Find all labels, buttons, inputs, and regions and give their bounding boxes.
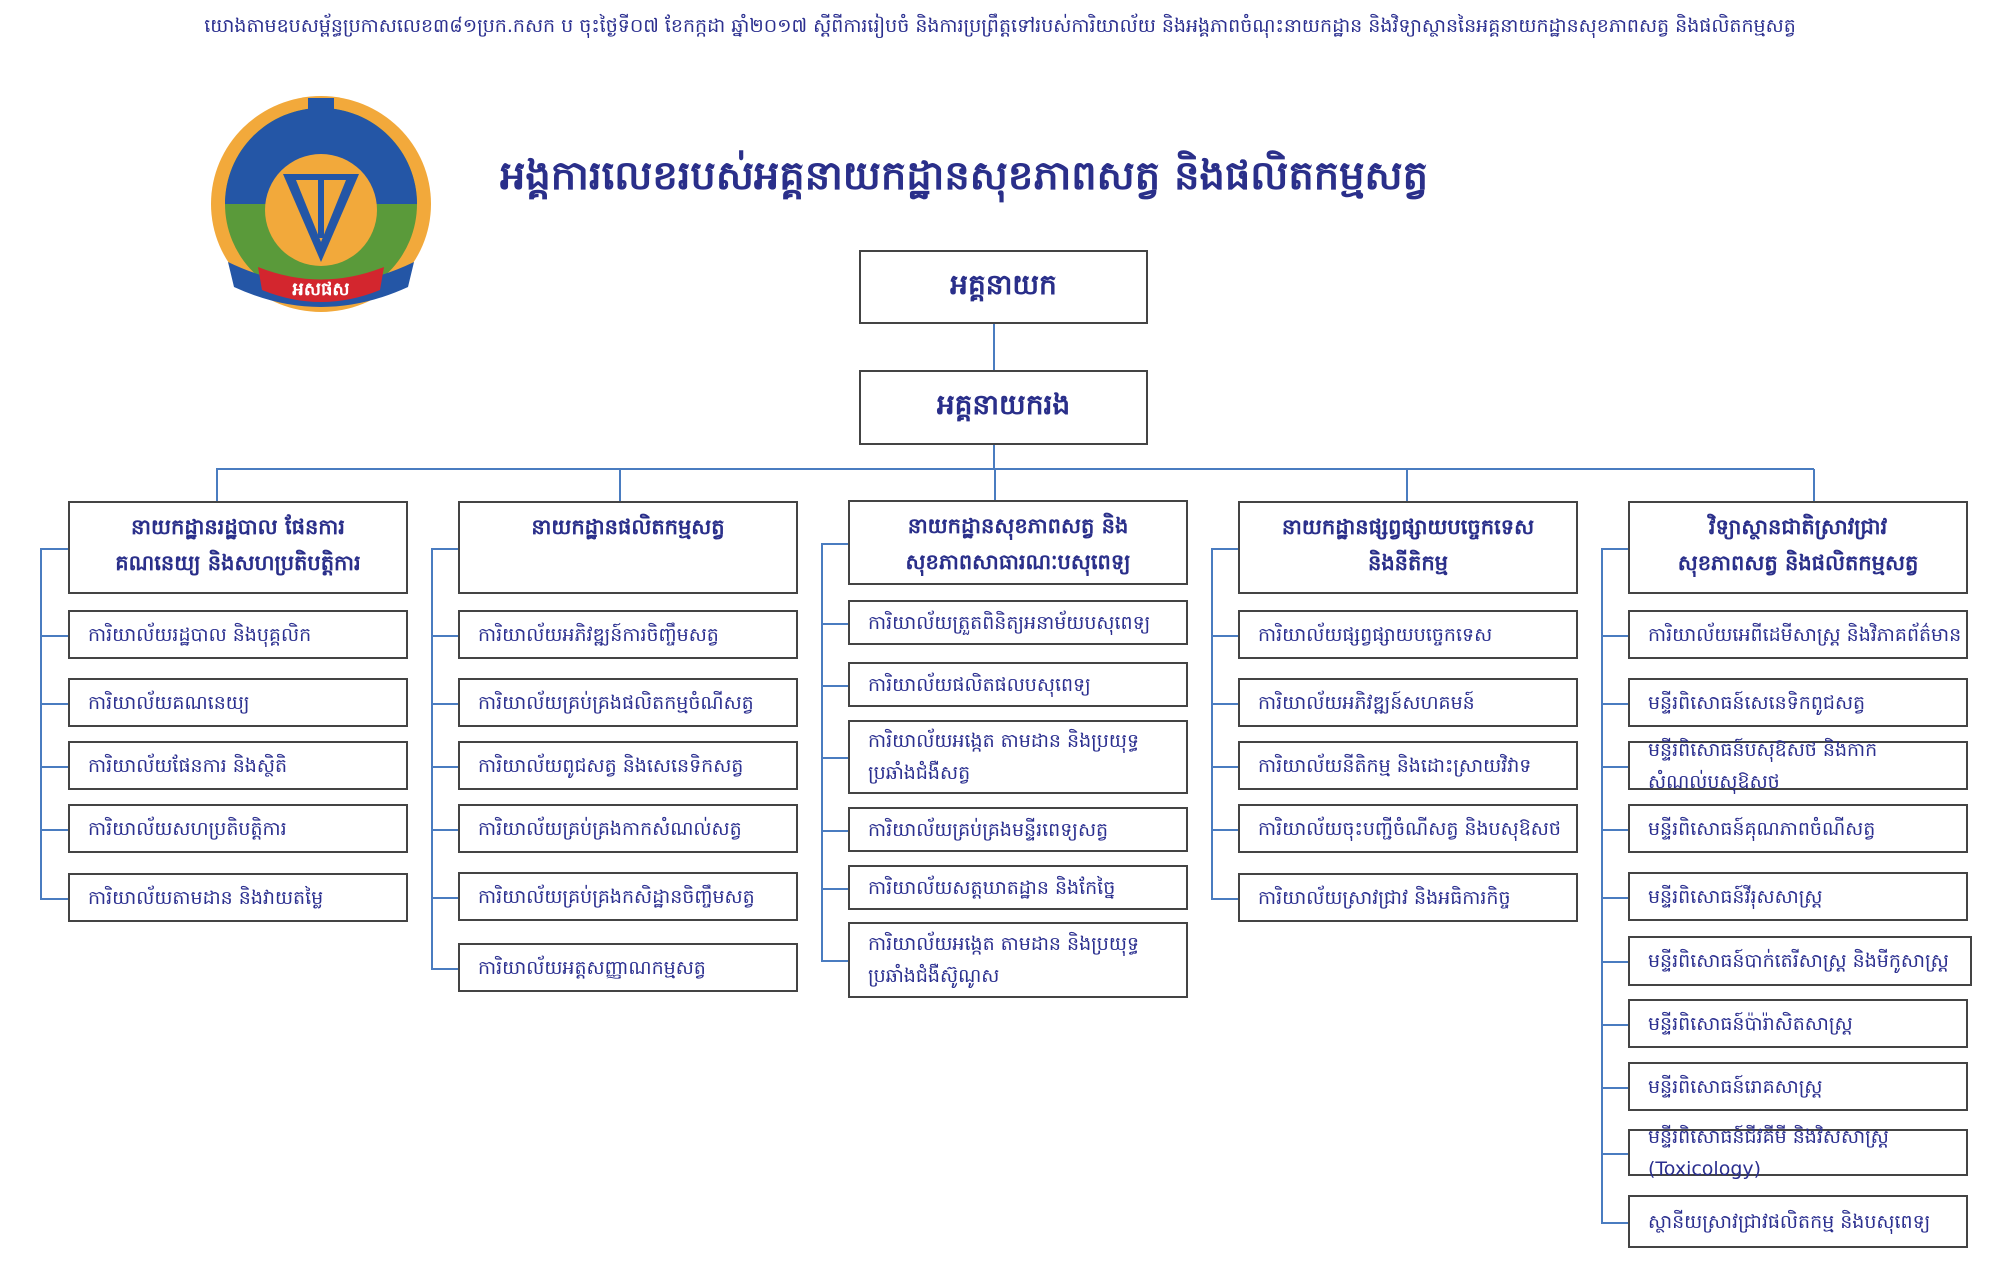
office-box: មន្ទីរពិសោធន៍បាក់តេរីសាស្ត្រ និងមីកូសាស្… <box>1628 936 1972 986</box>
connector <box>1601 961 1628 963</box>
connector <box>1211 547 1238 550</box>
connector <box>821 622 848 625</box>
connector <box>993 324 995 370</box>
connector <box>1601 765 1628 768</box>
office-box: ការិយាល័យត្រួតពិនិត្យអនាម័យបសុពេទ្យ <box>848 600 1188 645</box>
office-box: ការិយាល័យអភិវឌ្ឍន៍សហគមន៍ <box>1238 678 1578 727</box>
office-box: ការិយាល័យអត្តសញ្ញាណកម្មសត្វ <box>458 943 798 992</box>
connector <box>821 887 848 890</box>
connector <box>821 960 848 962</box>
office-box: ការិយាល័យអង្កេត តាមដាន និងប្រយុទ្ធប្រឆាំ… <box>848 720 1188 794</box>
connector <box>1211 634 1238 637</box>
office-box: ការិយាល័យអភិវឌ្ឍន៍ការចិញ្ចឹមសត្វ <box>458 610 798 659</box>
office-box: មន្ទីរពិសោធន៍បសុឱសថ និងកាកសំណល់បសុឱសថ <box>1628 739 1968 793</box>
department-header: វិទ្យាស្ថានជាតិស្រាវជ្រាវ សុខភាពសត្វ និង… <box>1628 501 1968 594</box>
vertical-connector <box>1601 547 1603 1222</box>
page-title: អង្គការលេខរបស់អគ្គនាយកដ្ឋានសុខភាពសត្វ និ… <box>500 153 1428 199</box>
connector <box>1211 765 1238 768</box>
connector <box>431 967 458 970</box>
connector <box>431 547 458 550</box>
department-header: នាយកដ្ឋានរដ្ឋបាល ផែនការ គណនេយ្យ និងសហប្រ… <box>68 501 408 594</box>
office-box: មន្ទីរពិសោធន៍រោគសាស្ត្រ <box>1628 1062 1968 1111</box>
office-box: ការិយាល័យគ្រប់គ្រងកសិដ្ឋានចិញ្ចឹមសត្វ <box>458 872 798 921</box>
reference-note: យោងតាមឧបសម្ព័ន្ធប្រកាសលេខ៣៨១ប្រក.កសក ប ច… <box>204 15 1796 37</box>
connector <box>431 765 458 768</box>
office-box: ការិយាល័យផ្សព្វផ្សាយបច្ចេកទេស <box>1238 610 1578 659</box>
office-box: ការិយាល័យអង្កេត តាមដាន និងប្រយុទ្ធប្រឆាំ… <box>848 922 1188 998</box>
office-box: ការិយាល័យអេពីដេមីសាស្ត្រ និងវិភាគព័ត៌មាន <box>1628 610 1968 659</box>
office-box: ការិយាល័យផែនការ និងស្ថិតិ <box>68 741 408 790</box>
office-box: ការិយាល័យតាមដាន និងវាយតម្លៃ <box>68 873 408 922</box>
connector <box>821 542 848 545</box>
connector <box>1601 702 1628 705</box>
office-box: ការិយាល័យគ្រប់គ្រងផលិតកម្មចំណីសត្វ <box>458 678 798 727</box>
connector <box>40 897 68 900</box>
deputy-director-general-box: អគ្គនាយករង <box>859 370 1148 445</box>
vertical-connector <box>821 542 823 960</box>
connector <box>1813 469 1815 501</box>
connector <box>1211 828 1238 831</box>
connector <box>40 702 68 705</box>
connector <box>993 445 995 470</box>
logo-banner-text: អសផស <box>292 279 349 300</box>
connector <box>1601 1086 1628 1089</box>
office-box: ស្ថានីយស្រាវជ្រាវផលិតកម្ម និងបសុពេទ្យ <box>1628 1195 1968 1248</box>
connector <box>1601 896 1628 899</box>
connector <box>1211 702 1238 705</box>
office-box: ការិយាល័យគណនេយ្យ <box>68 678 408 727</box>
connector <box>1211 897 1238 900</box>
horizontal-connector <box>216 468 1814 470</box>
vertical-connector <box>1211 547 1213 898</box>
office-box: ការិយាល័យស្រាវជ្រាវ និងអធិការកិច្ច <box>1238 873 1578 922</box>
connector <box>1601 547 1628 550</box>
office-box: មន្ទីរពិសោធន៍សេនេទិកពូជសត្វ <box>1628 678 1968 727</box>
connector <box>40 547 68 550</box>
connector <box>431 896 458 899</box>
connector <box>619 469 621 501</box>
office-box: មន្ទីរពិសោធន៍ប៉ារ៉ាសិតសាស្ត្រ <box>1628 999 1968 1048</box>
office-box: ការិយាល័យសត្តឃាតដ្ឋាន និងកែច្នៃ <box>848 865 1188 910</box>
office-box: ការិយាល័យពូជសត្វ និងសេនេទិកសត្វ <box>458 741 798 790</box>
office-box: មន្ទីរពិសោធន៍ជីវគីមី និងវិសសាស្ត្រ (Toxi… <box>1628 1126 1968 1180</box>
vertical-connector <box>431 547 433 968</box>
connector <box>216 469 218 501</box>
connector <box>1406 469 1408 501</box>
connector <box>821 684 848 687</box>
office-box: ការិយាល័យគ្រប់គ្រងកាកសំណល់សត្វ <box>458 804 798 853</box>
office-box: ការិយាល័យផលិតផលបសុពេទ្យ <box>848 662 1188 707</box>
connector <box>40 828 68 831</box>
connector <box>431 702 458 705</box>
connector <box>431 828 458 831</box>
director-general-box: អគ្គនាយក <box>859 250 1148 324</box>
connector <box>994 469 996 500</box>
connector <box>821 757 848 759</box>
connector <box>1601 1221 1628 1224</box>
department-logo: អសផស <box>208 92 434 324</box>
office-box: ការិយាល័យសហប្រតិបត្តិការ <box>68 804 408 853</box>
connector <box>821 829 848 832</box>
office-box: ការិយាល័យនីតិកម្ម និងដោះស្រាយវិវាទ <box>1238 741 1578 790</box>
connector <box>40 765 68 768</box>
connector <box>40 634 68 637</box>
connector <box>1601 1023 1628 1026</box>
department-header: នាយកដ្ឋានសុខភាពសត្វ និង សុខភាពសាធារណៈបសុ… <box>848 500 1188 585</box>
office-box: ការិយាល័យរដ្ឋបាល និងបុគ្គលិក <box>68 610 408 659</box>
office-box: មន្ទីរពិសោធន៍គុណភាពចំណីសត្វ <box>1628 804 1968 853</box>
office-box: មន្ទីរពិសោធន៍វីរុសសាស្ត្រ <box>1628 872 1968 921</box>
connector <box>1601 828 1628 831</box>
connector <box>1601 1152 1628 1155</box>
vertical-connector <box>40 547 42 898</box>
connector <box>431 634 458 637</box>
connector <box>1601 634 1628 637</box>
office-box: ការិយាល័យគ្រប់គ្រងមន្ទីរពេទ្យសត្វ <box>848 807 1188 852</box>
department-header: នាយកដ្ឋានផ្សព្វផ្សាយបច្ចេកទេស និងនីតិកម្… <box>1238 501 1578 594</box>
office-box: ការិយាល័យចុះបញ្ជីចំណីសត្វ និងបសុឱសថ <box>1238 804 1578 853</box>
department-header: នាយកដ្ឋានផលិតកម្មសត្វ <box>458 501 798 594</box>
